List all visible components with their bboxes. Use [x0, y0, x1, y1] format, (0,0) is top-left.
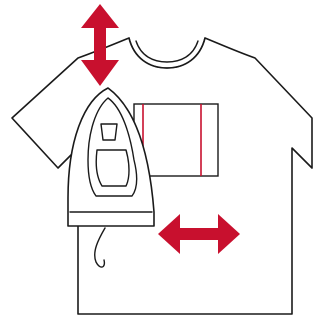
collar-inner — [136, 41, 198, 62]
